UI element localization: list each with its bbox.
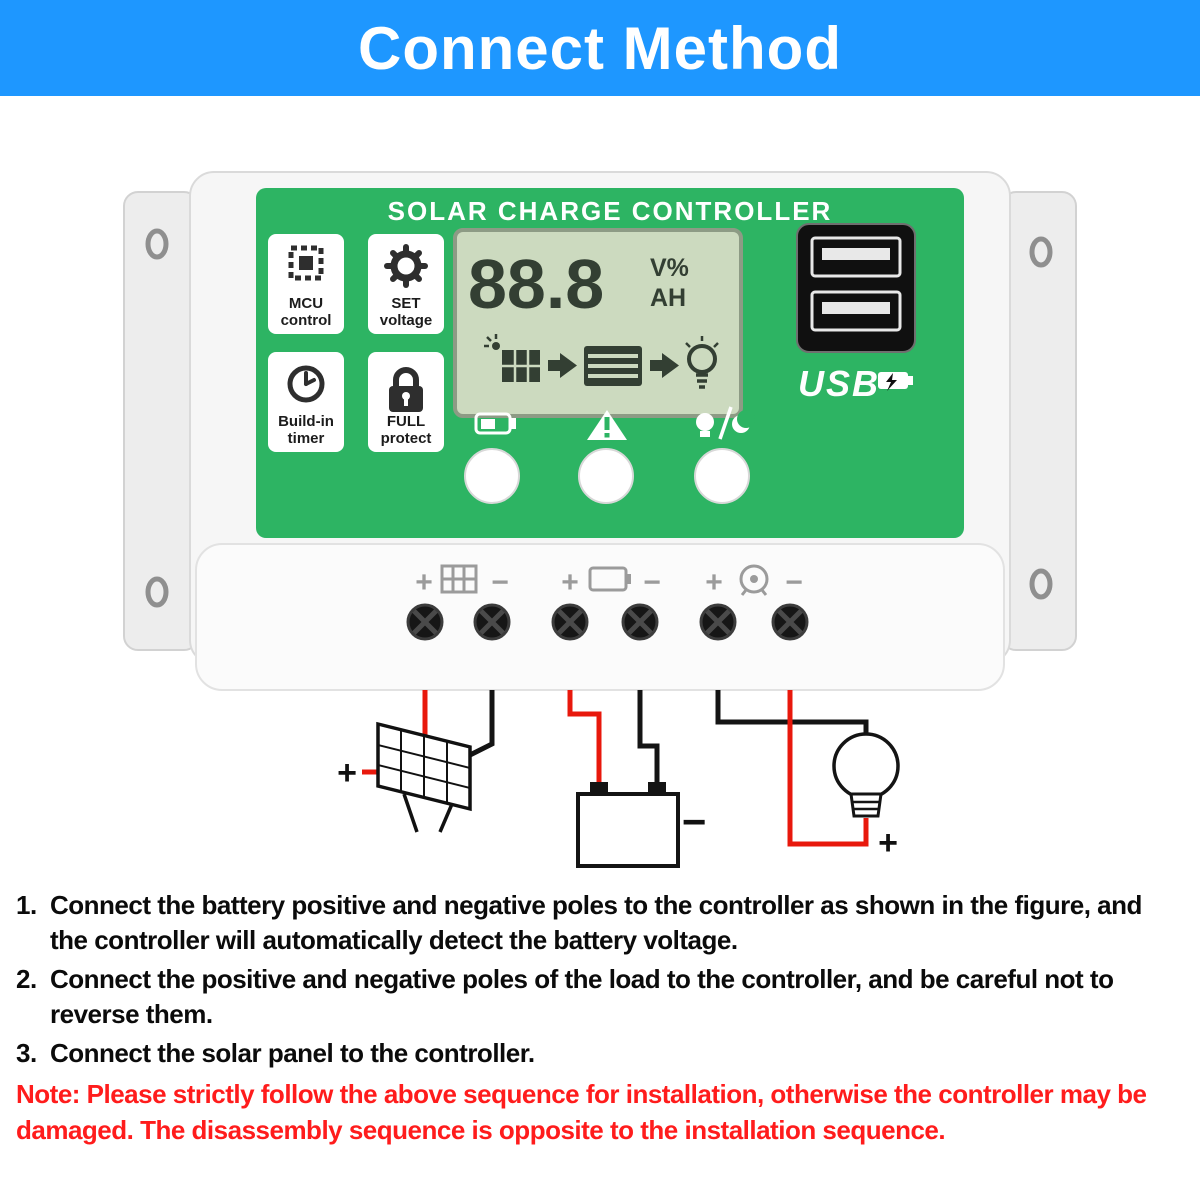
minus-label: − — [491, 566, 509, 599]
lcd-display: 88.8 V% AH — [453, 228, 743, 418]
screw-hole-icon — [1029, 568, 1053, 600]
instruction-number: 3. — [16, 1038, 37, 1069]
instruction-text: Connect the battery positive and negativ… — [50, 890, 1142, 956]
lcd-unit-volt: V% — [650, 254, 689, 282]
solar-plus-label: + — [337, 754, 357, 792]
feature-label: FULL — [387, 413, 425, 430]
terminal-screw-5 — [699, 603, 737, 641]
instruction-item-3: 3. Connect the solar panel to the contro… — [16, 1036, 1176, 1071]
gear-icon — [384, 244, 428, 288]
feature-label: voltage — [380, 312, 433, 329]
plus-label: + — [415, 566, 433, 599]
page-title: Connect Method — [358, 14, 842, 82]
instruction-number: 2. — [16, 964, 37, 995]
lcd-solar-panel-icon — [484, 334, 540, 382]
instructions-section: 1. Connect the battery positive and nega… — [0, 880, 1200, 1148]
instruction-item-2: 2. Connect the positive and negative pol… — [16, 962, 1176, 1032]
usb-port-top-icon — [810, 236, 902, 278]
feature-tile-protect: FULL protect — [368, 352, 444, 452]
terminal-block — [195, 543, 1005, 691]
usb-label: USB — [798, 363, 880, 404]
minus-label: − — [785, 566, 803, 599]
feature-label: Build-in — [278, 413, 334, 430]
device-button-right — [694, 448, 750, 504]
plus-label: + — [561, 566, 579, 599]
usb-ports — [796, 223, 916, 353]
load-positive-wire — [787, 690, 869, 847]
solar-negative-wire — [466, 690, 495, 759]
mounting-ear-left — [123, 191, 199, 651]
load-plus-label: + — [878, 824, 898, 862]
feature-tile-timer: Build-in timer — [268, 352, 344, 452]
device-and-wiring-figure: SOLAR CHARGE CONTROLLER MCU control SET … — [0, 96, 1200, 880]
feature-label: SET — [391, 295, 420, 312]
device-button-left — [464, 448, 520, 504]
minus-label: − — [643, 566, 661, 599]
feature-tile-mcu: MCU control — [268, 234, 344, 334]
lcd-bulb-icon — [685, 336, 719, 389]
light-mode-icon — [696, 406, 755, 440]
lock-icon — [389, 367, 423, 412]
lcd-arrow-icon — [548, 353, 577, 378]
lcd-arrow-icon — [650, 353, 679, 378]
battery-icon — [588, 566, 631, 592]
feature-label: control — [281, 312, 332, 329]
plus-label: + — [705, 566, 723, 599]
lcd-digits: 88.8 — [468, 245, 604, 323]
solar-panel — [376, 721, 472, 833]
terminal-screw-3 — [551, 603, 589, 641]
figure-svg: SOLAR CHARGE CONTROLLER MCU control SET … — [123, 171, 1077, 868]
screw-hole-icon — [145, 228, 169, 260]
terminal-screw-6 — [771, 603, 809, 641]
usb-port-bottom-icon — [810, 290, 902, 332]
battery-minus-label: − — [682, 798, 707, 845]
lcd-unit-ah: AH — [650, 284, 686, 312]
lcd-battery-level-icon — [584, 346, 642, 386]
solar-panel-icon — [440, 564, 478, 594]
header-banner: Connect Method — [0, 0, 1200, 96]
terminal-label-solar: + − — [415, 564, 509, 599]
terminal-label-load: + − — [705, 564, 803, 599]
terminal-screw-1 — [406, 603, 444, 641]
light-bulb — [832, 732, 900, 818]
feature-label: MCU — [289, 295, 323, 312]
terminal-label-battery: + − — [561, 566, 661, 599]
instruction-number: 1. — [16, 890, 37, 920]
battery — [576, 782, 680, 868]
screw-hole-icon — [145, 576, 169, 608]
warning-triangle-icon — [587, 410, 627, 440]
device-title: SOLAR CHARGE CONTROLLER — [388, 196, 833, 226]
usb-battery-icon — [878, 372, 913, 391]
battery-negative-wire — [637, 690, 660, 786]
battery-positive-wire — [567, 690, 602, 786]
instruction-text: Connect the positive and negative poles … — [50, 964, 1114, 1030]
terminal-screw-2 — [473, 603, 511, 641]
instruction-item-1: 1. Connect the battery positive and nega… — [16, 888, 1176, 958]
feature-label: protect — [381, 430, 432, 447]
note-text: Note: Please strictly follow the above s… — [16, 1079, 1147, 1145]
device-button-middle — [578, 448, 634, 504]
screw-hole-icon — [1029, 236, 1053, 268]
feature-label: timer — [288, 430, 325, 447]
terminal-screw-4 — [621, 603, 659, 641]
clock-icon — [287, 365, 325, 403]
feature-tile-set-voltage: SET voltage — [368, 234, 444, 334]
instruction-text: Connect the solar panel to the controlle… — [50, 1038, 535, 1069]
mcu-chip-icon — [288, 245, 324, 281]
battery-icon — [474, 412, 516, 435]
load-icon — [739, 564, 769, 596]
mounting-ear-right — [1001, 191, 1077, 651]
